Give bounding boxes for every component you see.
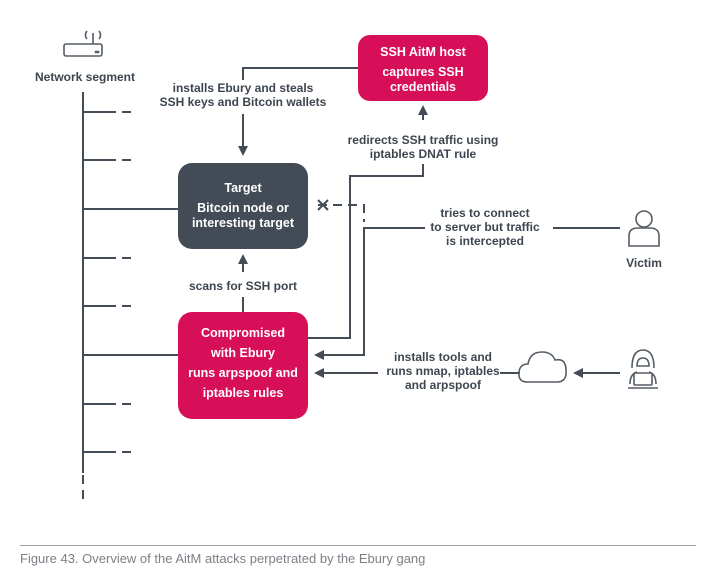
svg-text:Bitcoin node or: Bitcoin node or — [197, 201, 289, 215]
network-segment-label: Network segment — [35, 70, 135, 84]
svg-text:SSH keys and Bitcoin wallets: SSH keys and Bitcoin wallets — [160, 95, 327, 109]
svg-text:Compromised: Compromised — [201, 326, 285, 340]
svg-text:is intercepted: is intercepted — [446, 234, 524, 248]
edge-tries-connect: tries to connect to server but traffic i… — [314, 199, 620, 360]
blocked-x-icon — [317, 199, 329, 211]
svg-text:installs Ebury and steals: installs Ebury and steals — [173, 81, 314, 95]
hooded-hacker-icon — [628, 349, 658, 389]
node-compromised: Compromised with Ebury runs arpspoof and… — [178, 312, 308, 419]
svg-text:runs nmap, iptables: runs nmap, iptables — [386, 364, 500, 378]
svg-text:and arpspoof: and arpspoof — [405, 378, 482, 392]
svg-text:interesting target: interesting target — [192, 216, 295, 230]
edge-redirects: redirects SSH traffic using iptables DNA… — [308, 105, 499, 339]
node-target: Target Bitcoin node or interesting targe… — [178, 163, 308, 249]
edge-scans: scans for SSH port — [189, 254, 297, 312]
network-bus — [82, 92, 178, 500]
svg-text:iptables rules: iptables rules — [203, 386, 284, 400]
cloud-icon — [518, 351, 567, 383]
svg-text:tries to connect: tries to connect — [440, 206, 529, 220]
router-icon — [63, 30, 103, 57]
svg-text:credentials: credentials — [390, 80, 456, 94]
target-title: Target — [224, 181, 262, 195]
svg-text:scans for SSH port: scans for SSH port — [189, 279, 297, 293]
edge-installs-tools: installs tools and runs nmap, iptables a… — [314, 350, 620, 392]
network-stubs — [83, 111, 136, 453]
svg-text:to server but traffic: to server but traffic — [430, 220, 540, 234]
svg-text:iptables DNAT rule: iptables DNAT rule — [370, 147, 477, 161]
svg-text:runs arpspoof and: runs arpspoof and — [188, 366, 298, 380]
svg-text:redirects SSH traffic using: redirects SSH traffic using — [348, 133, 499, 147]
user-icon — [628, 210, 660, 247]
svg-text:captures SSH: captures SSH — [382, 65, 463, 79]
svg-text:with Ebury: with Ebury — [210, 346, 275, 360]
figure-caption: Figure 43. Overview of the AitM attacks … — [20, 551, 426, 566]
edge-installs-ebury: installs Ebury and steals SSH keys and B… — [160, 67, 358, 156]
aitm-host-title: SSH AitM host — [380, 45, 466, 59]
victim-label: Victim — [626, 256, 662, 270]
node-aitm-host: SSH AitM host captures SSH credentials — [358, 35, 488, 101]
caption-divider — [20, 545, 696, 546]
svg-text:installs tools and: installs tools and — [394, 350, 492, 364]
